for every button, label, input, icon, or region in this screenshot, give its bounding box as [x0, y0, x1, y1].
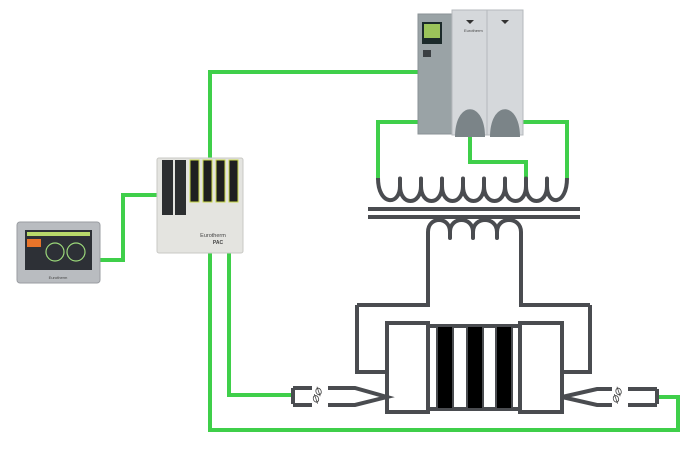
hmi-brand: Eurotherm [49, 275, 68, 280]
thermocouple-left: ⌀⌀ [291, 382, 395, 410]
wire-plc-to-power-controller [208, 70, 420, 158]
heater-end-right [518, 321, 564, 414]
heater-element [355, 305, 592, 414]
pac-controller: Eurotherm PAC [156, 157, 244, 254]
wire-controller-to-coil-tap [468, 135, 528, 180]
heater-band-3 [495, 325, 513, 410]
thermocouple-left-wires [291, 386, 395, 407]
signal-wiring [100, 70, 680, 432]
heater-end-left [385, 321, 430, 414]
wire-hmi-to-plc [100, 193, 158, 262]
thermocouple-left-symbol: ⌀⌀ [306, 384, 326, 405]
pac-model: PAC [213, 240, 224, 246]
primary-coil [376, 176, 569, 203]
heater-lead-left [355, 305, 387, 374]
transformer [357, 176, 590, 307]
pac-brand: Eurotherm [200, 233, 226, 239]
gauge-icon [66, 242, 86, 262]
wire-controller-to-coil-left [376, 120, 420, 180]
secondary-coil [357, 218, 590, 307]
power-controller-brand: Eurotherm [464, 28, 483, 33]
wire-controller-to-coil-right [520, 120, 569, 180]
hmi-touch-panel: Eurotherm [16, 221, 101, 284]
thermocouple-right-symbol: ⌀⌀ [606, 384, 626, 405]
heater-band-1 [436, 325, 454, 410]
hmi-screen [25, 230, 92, 270]
wire-plc-to-right-thermocouple [208, 253, 680, 432]
thermocouple-right: ⌀⌀ [561, 382, 659, 410]
wire-plc-to-left-thermocouple [227, 253, 293, 397]
heater-lead-right [562, 305, 592, 374]
power-controller: Eurotherm [417, 9, 524, 137]
gauge-icon [45, 242, 65, 262]
heater-band-2 [466, 325, 484, 410]
